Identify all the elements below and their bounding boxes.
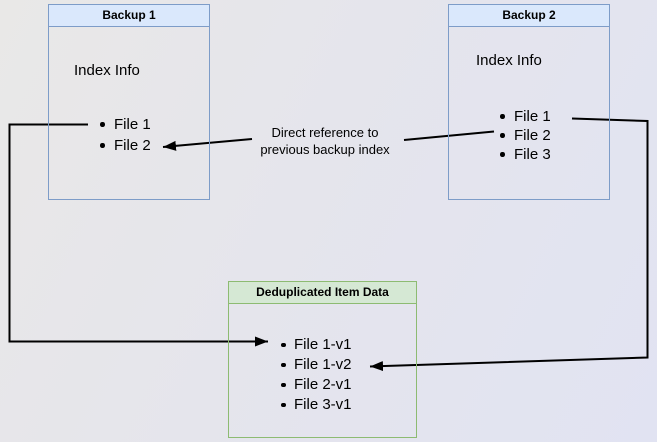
list-item: File 1-v1 [280,335,352,355]
backup2-index-info-label: Index Info [476,52,542,69]
backup1-index-info-label: Index Info [74,62,140,79]
list-item: File 2-v1 [280,375,352,395]
list-item: File 1 [99,114,151,135]
backup1-title: Backup 1 [49,5,209,27]
list-item: File 2 [499,126,551,145]
list-item: File 1 [499,107,551,126]
direct-reference-edge-label: Direct reference to previous backup inde… [240,125,410,158]
dedup-title: Deduplicated Item Data [229,282,416,304]
list-item: File 3 [499,145,551,164]
list-item: File 2 [99,135,151,156]
list-item: File 3-v1 [280,395,352,415]
edge-label-line1: Direct reference to [271,125,379,140]
backup2-title: Backup 2 [449,5,609,27]
edge-label-line2: previous backup index [260,141,390,157]
list-item: File 1-v2 [280,355,352,375]
